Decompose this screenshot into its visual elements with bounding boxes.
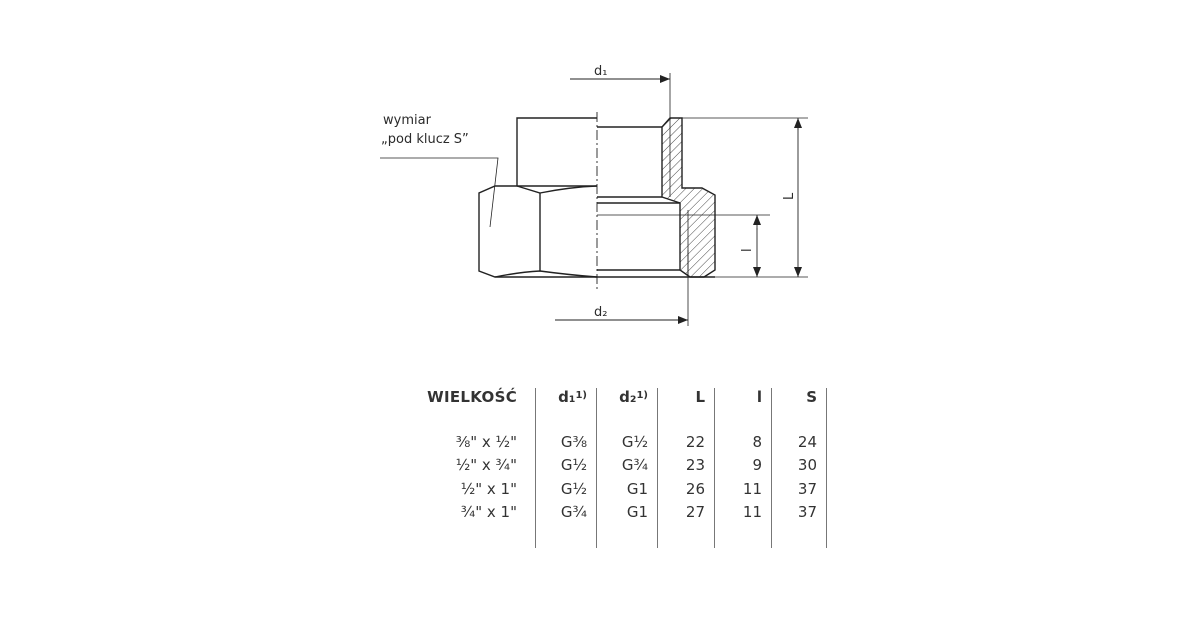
L-extension-lines bbox=[682, 117, 808, 278]
cell-l: 11 bbox=[714, 500, 772, 524]
table-spacer-row bbox=[400, 524, 827, 548]
cell-size: ½" x ¾" bbox=[400, 453, 536, 477]
cell-d2: G1 bbox=[596, 477, 658, 501]
footnote-mark: 1) bbox=[636, 390, 648, 401]
table-row: ⅜" x ½" G⅜ G½ 22 8 24 bbox=[400, 430, 827, 454]
cell-l: 9 bbox=[714, 453, 772, 477]
table-row: ½" x ¾" G½ G¾ 23 9 30 bbox=[400, 453, 827, 477]
cell-d2: G½ bbox=[596, 430, 658, 454]
table-row: ¾" x 1" G¾ G1 27 11 37 bbox=[400, 500, 827, 524]
d-extension-lines bbox=[669, 73, 689, 326]
d1-label: d₁ bbox=[594, 64, 607, 79]
cell-size: ⅜" x ½" bbox=[400, 430, 536, 454]
cell-L: 22 bbox=[657, 430, 715, 454]
cell-d1: G⅜ bbox=[535, 430, 597, 454]
cell-L: 26 bbox=[657, 477, 715, 501]
cell-S: 30 bbox=[771, 453, 827, 477]
cell-S: 24 bbox=[771, 430, 827, 454]
wrench-note-line2: „pod klucz S” bbox=[381, 132, 469, 147]
d2-label: d₂ bbox=[594, 305, 607, 320]
size-table: WIELKOŚĆ d₁1) d₂1) L l S ⅜" x ½" G⅜ G½ 2… bbox=[400, 388, 827, 548]
cell-d2: G1 bbox=[596, 500, 658, 524]
cell-d1: G½ bbox=[535, 453, 597, 477]
table-row: ½" x 1" G½ G1 26 11 37 bbox=[400, 477, 827, 501]
cell-size: ½" x 1" bbox=[400, 477, 536, 501]
cell-L: 23 bbox=[657, 453, 715, 477]
footnote-mark: 1) bbox=[575, 390, 587, 401]
lower-bore bbox=[597, 202, 680, 271]
cell-l: 11 bbox=[714, 477, 772, 501]
header-d1: d₁1) bbox=[535, 388, 597, 430]
header-d1-text: d₁ bbox=[558, 388, 576, 406]
upper-bore bbox=[597, 126, 662, 198]
cell-S: 37 bbox=[771, 500, 827, 524]
l-label: l bbox=[740, 248, 755, 252]
upper-body-outline bbox=[516, 117, 597, 186]
hex-chamfer-bottom bbox=[494, 270, 598, 278]
L-label: L bbox=[782, 192, 797, 200]
cell-size: ¾" x 1" bbox=[400, 500, 536, 524]
hex-nut-outline bbox=[478, 185, 597, 278]
hex-chamfer-top bbox=[516, 185, 598, 194]
header-d2: d₂1) bbox=[596, 388, 658, 430]
cell-d1: G¾ bbox=[535, 500, 597, 524]
cell-L: 27 bbox=[657, 500, 715, 524]
header-size: WIELKOŚĆ bbox=[400, 388, 536, 430]
cell-l: 8 bbox=[714, 430, 772, 454]
header-d2-text: d₂ bbox=[619, 388, 637, 406]
header-l: l bbox=[714, 388, 772, 430]
cell-d2: G¾ bbox=[596, 453, 658, 477]
header-S: S bbox=[771, 388, 827, 430]
header-L: L bbox=[657, 388, 715, 430]
cell-S: 37 bbox=[771, 477, 827, 501]
cell-d1: G½ bbox=[535, 477, 597, 501]
wrench-leader bbox=[380, 157, 499, 228]
wrench-note-line1: wymiar bbox=[383, 113, 432, 128]
table-header-row: WIELKOŚĆ d₁1) d₂1) L l S bbox=[400, 388, 827, 430]
